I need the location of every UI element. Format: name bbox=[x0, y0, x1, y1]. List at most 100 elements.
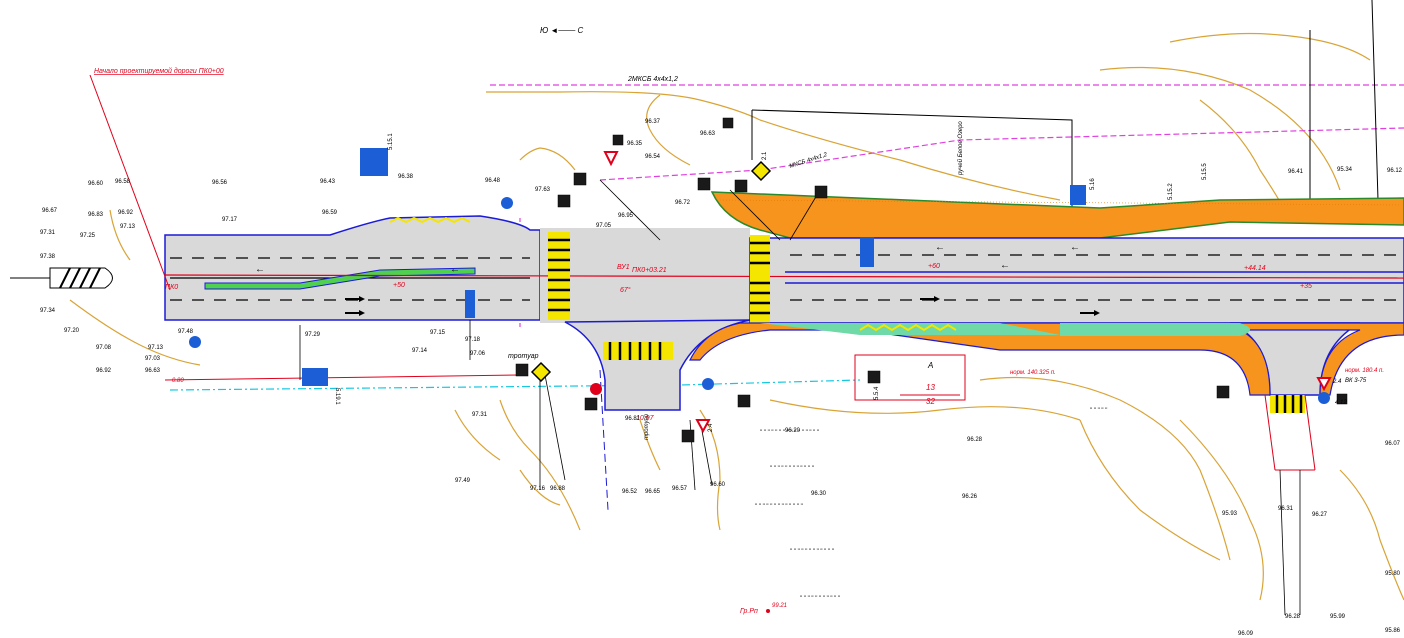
dim-32: 32 bbox=[926, 397, 935, 406]
elev-26: 97.49 bbox=[455, 478, 471, 484]
verge-north bbox=[710, 191, 1404, 239]
elev-5: 96.43 bbox=[320, 179, 336, 185]
island-hatched bbox=[10, 267, 113, 289]
sign-num-4: 5.15.5 bbox=[1202, 163, 1208, 180]
elev-51: 96.63 bbox=[700, 131, 716, 137]
elev-3: 96.58 bbox=[115, 179, 131, 185]
sign-num-5: 5.16 bbox=[1090, 178, 1096, 190]
elev-19: 97.48 bbox=[178, 329, 194, 335]
elev-37: 95.93 bbox=[1222, 511, 1238, 517]
lane-arrow-2: ← bbox=[450, 264, 460, 275]
elev-27: 97.16 bbox=[530, 486, 546, 492]
station-4414: +44.14 bbox=[1244, 265, 1266, 272]
lane-arrow-5: ← bbox=[1000, 260, 1010, 271]
elev-15: 97.13 bbox=[148, 345, 164, 351]
cable-label-2: МКСБ 4х4х1,2 bbox=[789, 152, 829, 170]
elev-16: 96.92 bbox=[96, 368, 112, 374]
main-road-sign-icon bbox=[750, 160, 772, 182]
water-pipe bbox=[169, 379, 861, 391]
lane-sign-icon bbox=[360, 148, 388, 176]
elev-42: 95.86 bbox=[1385, 628, 1401, 634]
elev-46: 96.37 bbox=[645, 119, 661, 125]
pk0-label: ПК0 bbox=[165, 284, 178, 291]
terrain-contours bbox=[69, 32, 1404, 601]
zigzag-marking-east bbox=[859, 323, 957, 332]
cable-label: 2МКСБ 4х4х1,2 bbox=[627, 76, 678, 83]
elev-33: 96.20 bbox=[785, 428, 801, 434]
elev-9: 97.13 bbox=[120, 224, 136, 230]
vu1-label: ВУ1 bbox=[617, 264, 630, 271]
elev-29: 96.52 bbox=[622, 489, 638, 495]
elev-17: 97.03 bbox=[145, 356, 161, 362]
yield-sign-icon-2 bbox=[695, 419, 711, 434]
elev-4: 96.56 bbox=[212, 180, 228, 186]
grass-symbols: " " " " " " " " " " " " " " " " " " " " … bbox=[755, 408, 1107, 602]
elev-30: 96.65 bbox=[645, 489, 661, 495]
dim-0-80: 0.80 bbox=[172, 378, 184, 384]
elev-23: 97.18 bbox=[465, 337, 481, 343]
dim-2-4: 2.4 bbox=[1332, 379, 1342, 385]
elev-32: 96.60 bbox=[710, 482, 726, 488]
svg-text:" " " " " " " ": " " " " " " " " " " " bbox=[800, 596, 840, 602]
leader-lines bbox=[299, 179, 1301, 616]
dim-4-12: 4.12 bbox=[1335, 400, 1347, 406]
no-entry-sign-icon bbox=[590, 383, 602, 395]
elev-10: 96.83 bbox=[88, 212, 104, 218]
elev-2: 96.60 bbox=[88, 181, 104, 187]
elev-47: 96.35 bbox=[627, 141, 643, 147]
elev-55: 97.17 bbox=[222, 217, 238, 223]
direction-sign-icon-4 bbox=[1318, 392, 1330, 404]
elev-38: 96.31 bbox=[1278, 506, 1294, 512]
elev-64: 96.81 bbox=[625, 416, 641, 422]
elev-24: 97.06 bbox=[470, 351, 486, 357]
elev-41: 95.80 bbox=[1385, 571, 1401, 577]
elev-48: 96.54 bbox=[645, 154, 661, 160]
curb-note-3: ВК 3-75 bbox=[1345, 378, 1367, 384]
elev-35: 96.30 bbox=[811, 491, 827, 497]
road-axis bbox=[164, 274, 1404, 279]
lane-arrow-4: ← bbox=[1070, 242, 1080, 253]
zigzag-marking-west bbox=[389, 216, 471, 224]
station-plus60: +60 bbox=[928, 263, 940, 270]
elevation-marks: 96.67 96.60 96.58 96.56 96.43 97.31 97.2… bbox=[40, 119, 1403, 637]
lane-arrow-1: ← bbox=[255, 264, 265, 275]
elev-31: 96.57 bbox=[672, 486, 688, 492]
elev-21: 97.15 bbox=[430, 330, 446, 336]
road-signs bbox=[189, 117, 1348, 443]
elev-12: 97.34 bbox=[40, 308, 56, 314]
start-of-road-note: Начало проектируемой дороги ПК0+00 bbox=[94, 67, 224, 75]
direction-sign-icon bbox=[501, 197, 513, 209]
elev-54: 96.12 bbox=[1387, 168, 1403, 174]
svg-text:" " " " " " " ": " " " " " " " " " " " " " bbox=[755, 504, 803, 510]
sign-num-1: 5.15.1 bbox=[388, 133, 394, 150]
crosswalks bbox=[548, 232, 1305, 413]
yield-sign-icon bbox=[603, 151, 619, 167]
elev-57: 97.05 bbox=[596, 223, 612, 229]
red-dimensions bbox=[164, 354, 1316, 471]
curb-note-2: норм. 180.4 п. bbox=[1345, 368, 1384, 374]
median-lines bbox=[785, 271, 1404, 284]
point-a: А bbox=[927, 361, 933, 370]
elev-44: 96.28 bbox=[1285, 614, 1301, 620]
svg-text:" " " " ": " " " " " bbox=[1090, 408, 1107, 414]
svg-text:" " " " " " " " " " " " " " ": " " " " " " " " " " " " " " " " bbox=[760, 430, 819, 436]
station-plus50: +50 bbox=[393, 282, 405, 289]
elev-58: 97.63 bbox=[535, 187, 551, 193]
direction-sign-icon-2 bbox=[189, 336, 201, 348]
elev-18: 96.63 bbox=[145, 368, 161, 374]
building-outlines bbox=[751, 0, 1379, 220]
elev-28: 96.88 bbox=[550, 486, 566, 492]
sign-num-6: 2.1 bbox=[762, 151, 768, 160]
svg-text:" " " " " " " ": " " " " " " " " " " " " bbox=[770, 466, 814, 472]
north-arrow: Ю ◄─── С bbox=[540, 26, 584, 35]
lane-sign-icon-4 bbox=[1070, 185, 1086, 205]
lane-sign-icon-2 bbox=[302, 368, 328, 386]
vu1-angle: 67° bbox=[620, 286, 631, 294]
elev-52: 96.41 bbox=[1288, 169, 1304, 175]
elev-7: 97.25 bbox=[80, 233, 96, 239]
elev-6: 97.31 bbox=[40, 230, 56, 236]
elev-13: 97.20 bbox=[64, 328, 80, 334]
elev-34: 96.28 bbox=[967, 437, 983, 443]
verge-south bbox=[689, 322, 1404, 396]
elev-25: 97.31 bbox=[472, 412, 488, 418]
